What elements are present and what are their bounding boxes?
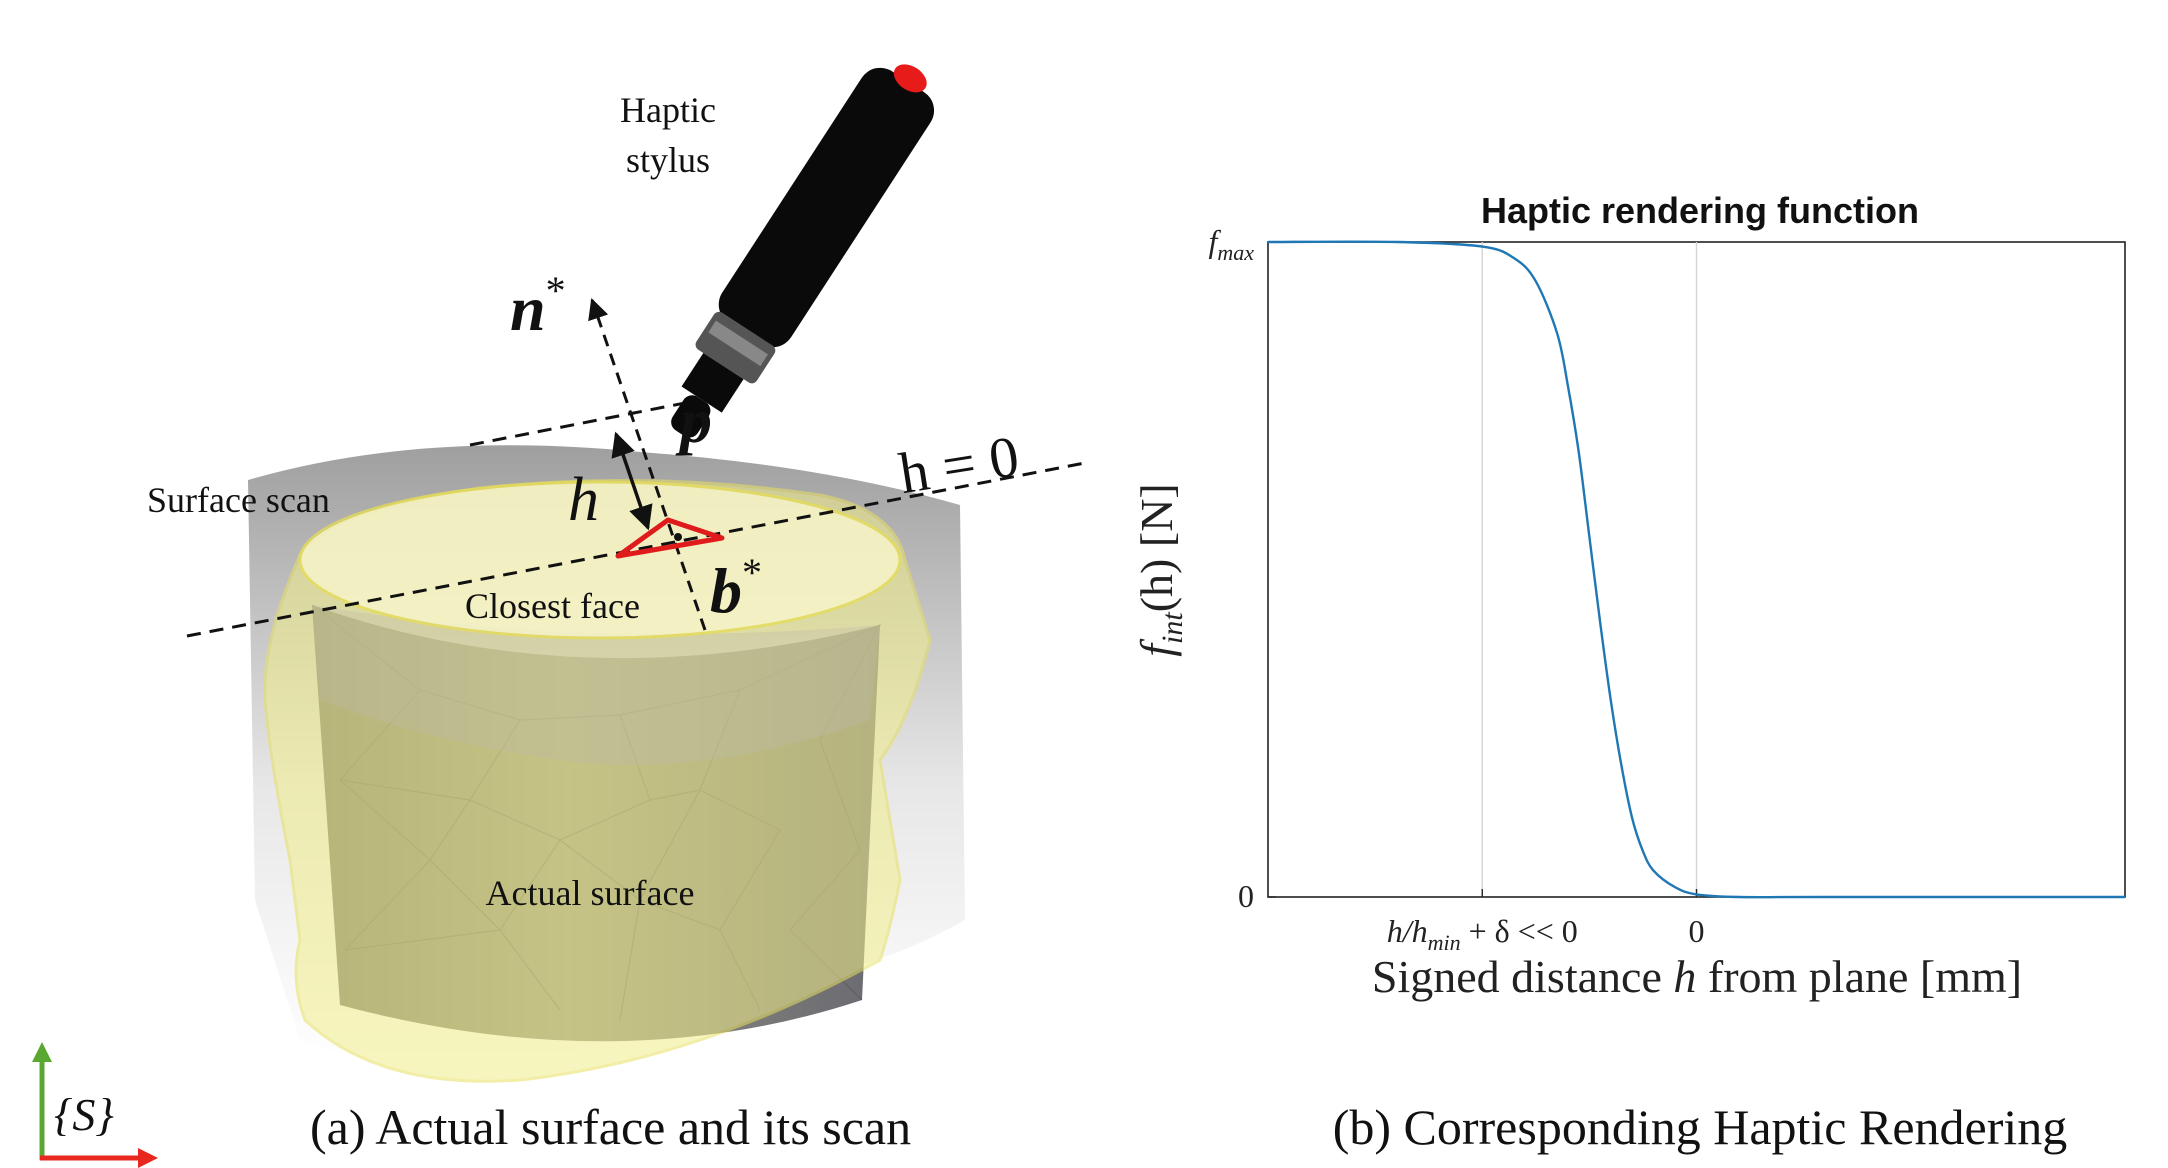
- series-line-haptic-force: [1267, 240, 2125, 899]
- haptic-stylus: [671, 64, 935, 438]
- frame-label: {S}: [54, 1089, 114, 1140]
- stylus-parallel-line: [469, 400, 691, 447]
- distance-label: h: [568, 466, 599, 534]
- grid-layer: [1481, 242, 1698, 897]
- distance-arrow: [611, 431, 653, 531]
- surface-scan-label: Surface scan: [147, 480, 330, 520]
- plane-line: [186, 460, 1091, 638]
- surface-scan-top: [298, 480, 902, 640]
- caption-a: (a) Actual surface and its scan: [310, 1099, 911, 1155]
- point-label: p: [675, 385, 712, 456]
- stylus-label-line1: Haptic: [620, 90, 716, 130]
- normal-line: [588, 298, 707, 631]
- x-tick-label-0: h/hmin + δ << 0: [1387, 913, 1578, 955]
- caption-b: (b) Corresponding Haptic Rendering: [1333, 1099, 2068, 1155]
- tick-label-layer: h/hmin + δ << 0 0 fmax 0: [1208, 223, 1704, 955]
- panel-a: Haptic stylus n* p h h = 0 b* Surface sc…: [32, 64, 1091, 1168]
- y-tick-label-1: 0: [1238, 878, 1254, 914]
- plane-label: h = 0: [895, 423, 1023, 506]
- x-tick-label-1: 0: [1689, 913, 1705, 949]
- foot-label: b*: [710, 550, 762, 626]
- chart-title: Haptic rendering function: [1481, 190, 1919, 231]
- actual-surface-label: Actual surface: [486, 873, 695, 913]
- panel-b: Haptic rendering function h/hmin + δ << …: [1131, 190, 2126, 1155]
- x-axis-label: Signed distance h from plane [mm]: [1372, 951, 2022, 1002]
- y-axis-label: fint(h) [N]: [1131, 483, 1189, 656]
- closest-face-label: Closest face: [465, 586, 640, 626]
- stylus-label-line2: stylus: [626, 140, 710, 180]
- foot-point-dot: [674, 533, 682, 541]
- normal-label: n*: [510, 268, 566, 344]
- closest-face-triangle: [615, 517, 725, 559]
- y-tick-label-0: fmax: [1208, 223, 1254, 265]
